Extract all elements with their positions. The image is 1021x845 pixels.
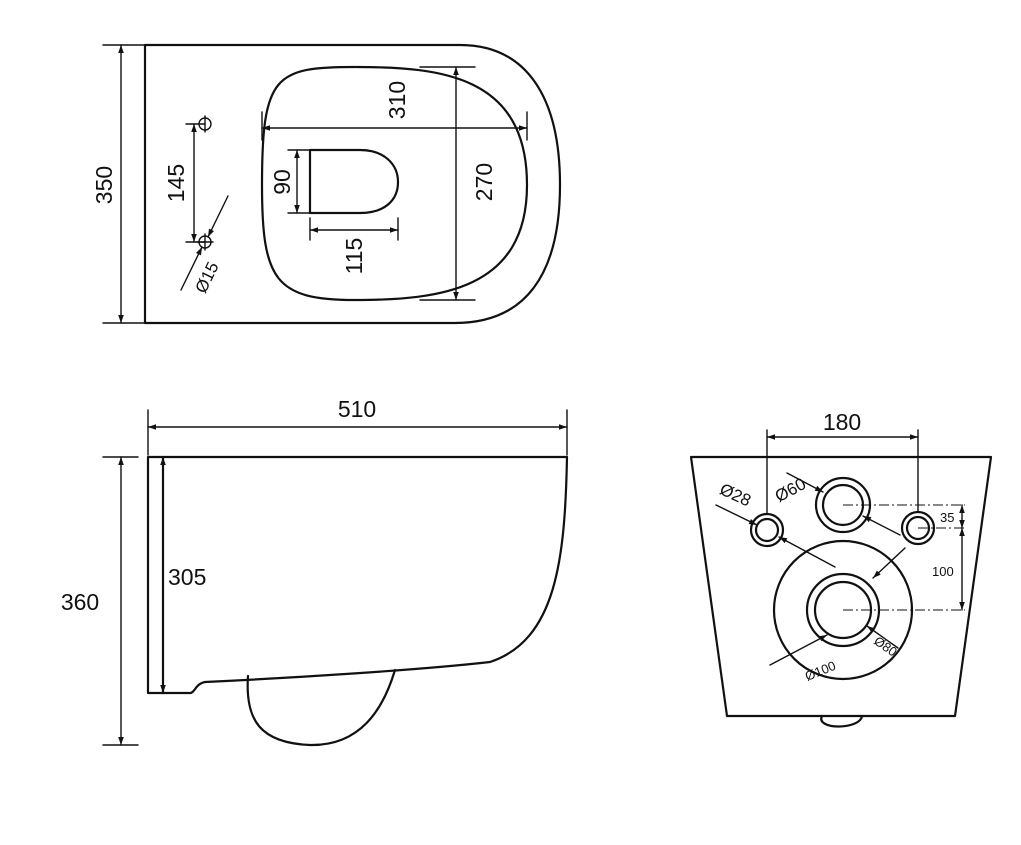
dimension-rim-opening-width: 310 [261,81,528,141]
dimension-label-180: 180 [823,409,861,435]
dimension-overall-length: 510 [147,396,568,456]
dimension-label-145: 145 [163,164,189,202]
dimension-label-510: 510 [338,396,376,422]
dimension-label-305: 305 [168,564,206,590]
dimension-label-270: 270 [471,163,497,201]
dimension-label-diameter-100: Ø100 [803,658,838,684]
dimension-label-diameter-60: Ø60 [772,474,809,506]
dimension-fixing-hole-spacing: 145 Ø15 [163,115,229,296]
top-view-outline [143,43,562,325]
rim-opening-outline [260,65,529,302]
right-fixing-hole-inner [905,515,931,541]
dimension-label-35: 35 [940,510,954,525]
dimension-label-diameter-15: Ø15 [191,259,222,296]
left-fixing-hole-inner [754,517,780,543]
top-view: 350 310 270 90 115 [91,43,562,325]
side-view: 510 360 305 [61,396,569,747]
side-view-outline [146,455,569,695]
dimension-label-diameter-28: Ø28 [717,480,754,511]
dimension-label-360: 360 [61,589,99,615]
dimension-label-310: 310 [384,81,410,119]
dimension-vertical-offsets: 35 100 [932,504,965,611]
rear-view-outline [689,455,993,718]
dimension-rim-height: 305 [160,456,206,694]
dimension-label-350: 350 [91,166,117,204]
dimension-label-90: 90 [269,169,295,195]
dimension-fixing-spacing: 180 [766,409,919,515]
dimension-overall-height: 360 [61,456,139,746]
side-view-trap [246,668,397,747]
dimension-label-100: 100 [932,564,954,579]
dimension-label-115: 115 [341,238,367,275]
dimension-rim-opening-depth: 270 [419,66,497,301]
dimension-overall-depth: 350 [91,44,146,324]
dimension-bowl-opening-width: 115 [309,217,399,275]
bowl-opening-outline [308,148,400,215]
rear-view: 180 35 100 Ø28 Ø60 Ø100 Ø80 [689,409,993,728]
dimension-bowl-opening-depth: 90 [269,149,311,214]
rear-view-foot [820,714,864,728]
